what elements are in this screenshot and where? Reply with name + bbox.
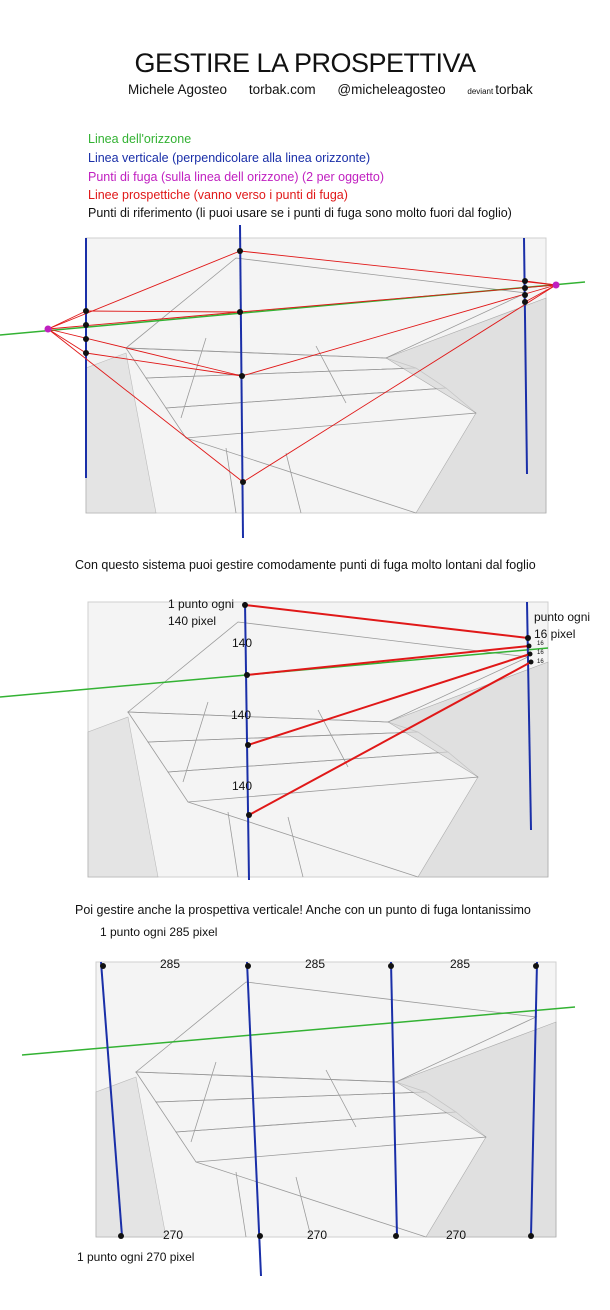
perspective-lines (244, 604, 532, 816)
left-note-line-2: 140 pixel (168, 614, 217, 628)
top-note: 1 punto ogni 285 pixel (100, 925, 218, 939)
small-spacing-label: 16 (537, 659, 544, 665)
small-spacing-label: 16 (537, 650, 544, 656)
sketch-illustration (85, 237, 547, 514)
panel-2-caption: Con questo sistema puoi gestire comodame… (75, 558, 536, 572)
horizon-line (21, 1006, 576, 1056)
deviant-name: torbak (495, 82, 533, 97)
right-note-line-1: punto ogni (534, 610, 591, 624)
right-note-line-2: 16 pixel (534, 627, 576, 641)
vertical-line-middle (239, 224, 244, 539)
legend-perspective: Linee prospettiche (vanno verso i punti … (88, 188, 348, 202)
panel-3 (21, 961, 576, 1277)
reference-points (83, 248, 528, 485)
vertical-line-middle (244, 601, 250, 881)
perspective-lines (47, 250, 557, 483)
legend-horizon: Linea dell'orizzone (88, 132, 192, 146)
author-name: Michele Agosteo (128, 82, 228, 97)
left-note-line-1: 1 punto ogni (168, 597, 235, 611)
legend-reference: Punti di riferimento (li puoi usare se i… (88, 206, 512, 220)
page-title: GESTIRE LA PROSPETTIVA (134, 48, 476, 78)
bottom-spacing-label: 270 (307, 1228, 328, 1242)
sketch-illustration (95, 961, 557, 1238)
deviant-prefix: deviant (467, 87, 494, 96)
bottom-note: 1 punto ogni 270 pixel (77, 1250, 195, 1264)
top-spacing-label: 285 (450, 957, 471, 971)
bottom-spacing-label: 270 (163, 1228, 184, 1242)
vertical-lines (100, 961, 538, 1277)
reference-points (242, 602, 534, 818)
sketch-illustration (87, 601, 549, 878)
panel-2 (0, 601, 549, 881)
panel-3-caption: Poi gestire anche la prospettiva vertica… (75, 903, 531, 917)
top-spacing-label: 285 (305, 957, 326, 971)
vanishing-point-left (44, 325, 52, 333)
credits-line: Michele Agosteo torbak.com @micheleagost… (128, 82, 551, 97)
vertical-line-right (523, 237, 528, 475)
panel-1 (0, 224, 586, 539)
site-url: torbak.com (248, 82, 316, 97)
legend-vanishing: Punti di fuga (sulla linea dell orizzone… (88, 170, 385, 184)
top-spacing-label: 285 (160, 957, 181, 971)
vanishing-point-right (552, 281, 560, 289)
bottom-spacing-label: 270 (446, 1228, 467, 1242)
legend-vertical: Linea verticale (perpendicolare alla lin… (88, 151, 371, 165)
spacing-label: 140 (231, 708, 252, 722)
small-spacing-label: 16 (537, 641, 544, 647)
spacing-label: 140 (232, 636, 253, 650)
spacing-label: 140 (232, 779, 253, 793)
reference-points (100, 963, 539, 1239)
social-handle: @micheleagosteo (337, 82, 446, 97)
